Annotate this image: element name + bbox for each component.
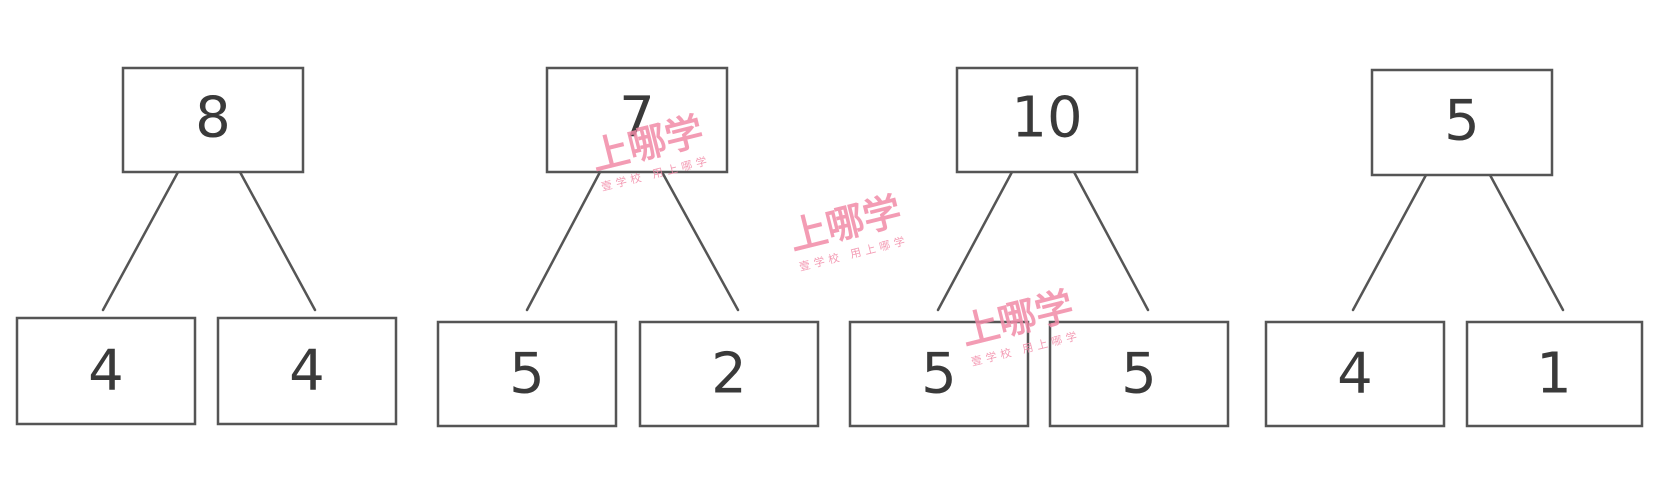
tree-3-root-box [955, 66, 1139, 174]
tree-4: 5 4 1 [1264, 68, 1644, 428]
tree-3-left-child-value: 5 [921, 342, 957, 407]
tree-4-left-child-box [1264, 320, 1446, 428]
tree-2-right-child-value: 2 [711, 342, 747, 407]
tree-3-root-value: 10 [1011, 86, 1082, 151]
tree-4-right-child-value: 1 [1536, 342, 1572, 407]
tree-4-left-child-value: 4 [1337, 342, 1373, 407]
tree-2-left-child-value: 5 [509, 342, 545, 407]
tree-3-right-edge [1072, 170, 1150, 312]
tree-3-left-edge [936, 170, 1014, 312]
tree-4-left-edge [1351, 173, 1428, 312]
tree-2-right-edge [660, 170, 740, 312]
tree-1-left-child-box [15, 316, 197, 426]
tree-2: 7 5 2 [436, 66, 820, 428]
tree-1-right-edge [238, 170, 317, 312]
tree-2-root-box [545, 66, 729, 174]
tree-3: 10 5 5 [848, 66, 1230, 428]
tree-1-right-child-value: 4 [289, 339, 325, 404]
watermark-2: 上哪学 壹学校 用上哪学 [785, 188, 911, 273]
tree-2-left-edge [525, 170, 602, 312]
tree-4-right-edge [1488, 173, 1565, 312]
tree-4-right-child-box [1465, 320, 1644, 428]
tree-3-left-child-box [848, 320, 1030, 428]
tree-3-right-child-value: 5 [1121, 342, 1157, 407]
tree-4-root-value: 5 [1444, 89, 1480, 154]
tree-1-root-box [121, 66, 305, 174]
tree-1-left-child-value: 4 [88, 339, 124, 404]
tree-1-root-value: 8 [195, 86, 231, 151]
tree-2-right-child-box [638, 320, 820, 428]
tree-3-right-child-box [1048, 320, 1230, 428]
tree-4-root-box [1370, 68, 1554, 177]
tree-1: 8 4 4 [15, 66, 398, 426]
tree-2-root-value: 7 [619, 86, 655, 151]
tree-1-right-child-box [216, 316, 398, 426]
tree-2-left-child-box [436, 320, 618, 428]
tree-1-left-edge [101, 170, 180, 312]
